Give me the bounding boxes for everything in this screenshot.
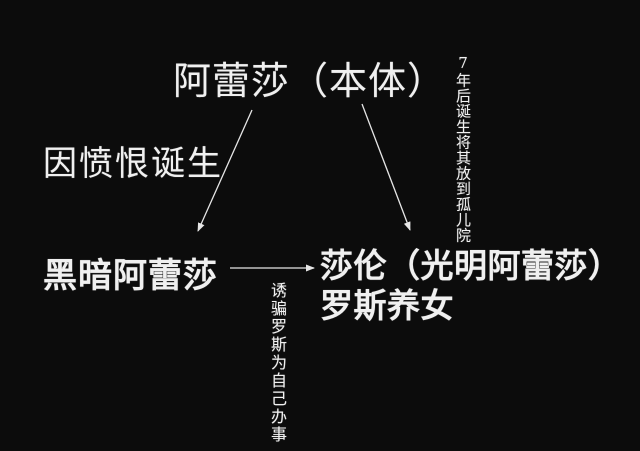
arrow-origin-to-dark-alessa — [197, 109, 253, 232]
node-sharon: 莎伦（光明阿蕾莎） 罗斯养女 — [320, 246, 622, 326]
edge-label-born-of-resentment: 因愤恨诞生 — [43, 144, 223, 184]
node-alessa-origin: 阿蕾莎（本体） — [173, 59, 447, 103]
node-sharon-line2: 罗斯养女 — [320, 286, 454, 325]
node-sharon-line1: 莎伦（光明阿蕾莎） — [320, 246, 622, 285]
node-dark-alessa: 黑暗阿蕾莎 — [43, 256, 218, 296]
edge-label-sent-to-orphanage: 7年后诞生将其放到孤儿院 — [454, 54, 472, 243]
edge-label-tricked-rose: 诱骗罗斯为自己办事 — [268, 282, 287, 444]
arrow-origin-to-sharon — [361, 103, 411, 231]
